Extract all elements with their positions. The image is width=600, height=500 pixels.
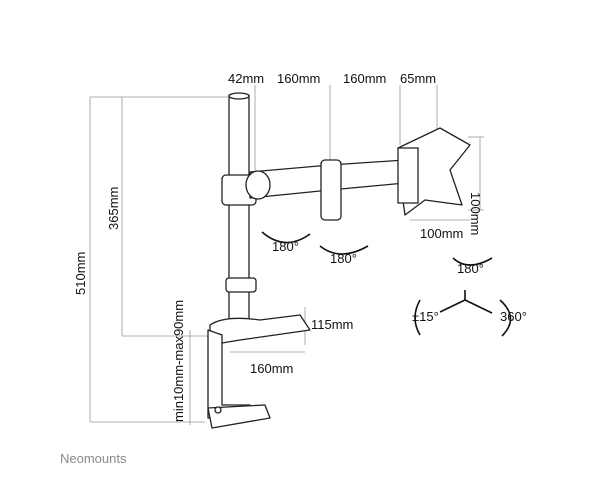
brand-logo-text: Neomounts: [60, 451, 127, 466]
clamp-body: [207, 329, 251, 419]
rotation-joint-2: 180°: [330, 251, 357, 266]
clamp-screw: [214, 406, 222, 414]
arc-joint-1: [261, 231, 311, 244]
tri-line-3: [464, 299, 493, 314]
dim-vesa-width: 100mm: [420, 226, 464, 241]
tilt-bracket: [397, 147, 419, 204]
dim-160-b: 160mm: [343, 71, 387, 86]
arc-joint-2: [319, 245, 369, 255]
clamp-foot: [207, 404, 271, 429]
tri-line-2: [439, 299, 466, 313]
rotation-pivot: 180°: [457, 261, 484, 276]
dim-total-height: 510mm: [73, 251, 88, 295]
arc-tilt: [414, 299, 421, 336]
dim-vesa-height: 100mm: [468, 192, 483, 236]
rotation-tilt: ±15°: [412, 309, 439, 324]
rotation-joint-1: 180°: [272, 239, 299, 254]
clamp-top: [209, 314, 311, 346]
dim-65: 65mm: [400, 71, 437, 86]
joint-1: [245, 170, 271, 200]
dim-160-a: 160mm: [277, 71, 321, 86]
arc-pivot: [452, 257, 493, 266]
mount-outline: [207, 92, 471, 429]
dim-42: 42mm: [228, 71, 265, 86]
dim-clamp-width: 160mm: [250, 361, 294, 376]
arc-rotate: [499, 299, 512, 337]
dim-clamp-depth: 115mm: [311, 317, 354, 332]
dimension-lines: [89, 85, 484, 425]
rotation-arrows: [261, 231, 512, 337]
height-lock: [225, 277, 257, 293]
dim-desk-range: min10mm-max90mm: [171, 299, 186, 422]
pole-cap: [228, 92, 250, 100]
dim-pole-height: 365mm: [106, 186, 121, 230]
joint-2: [320, 159, 342, 221]
rotation-360: 360°: [500, 309, 527, 324]
